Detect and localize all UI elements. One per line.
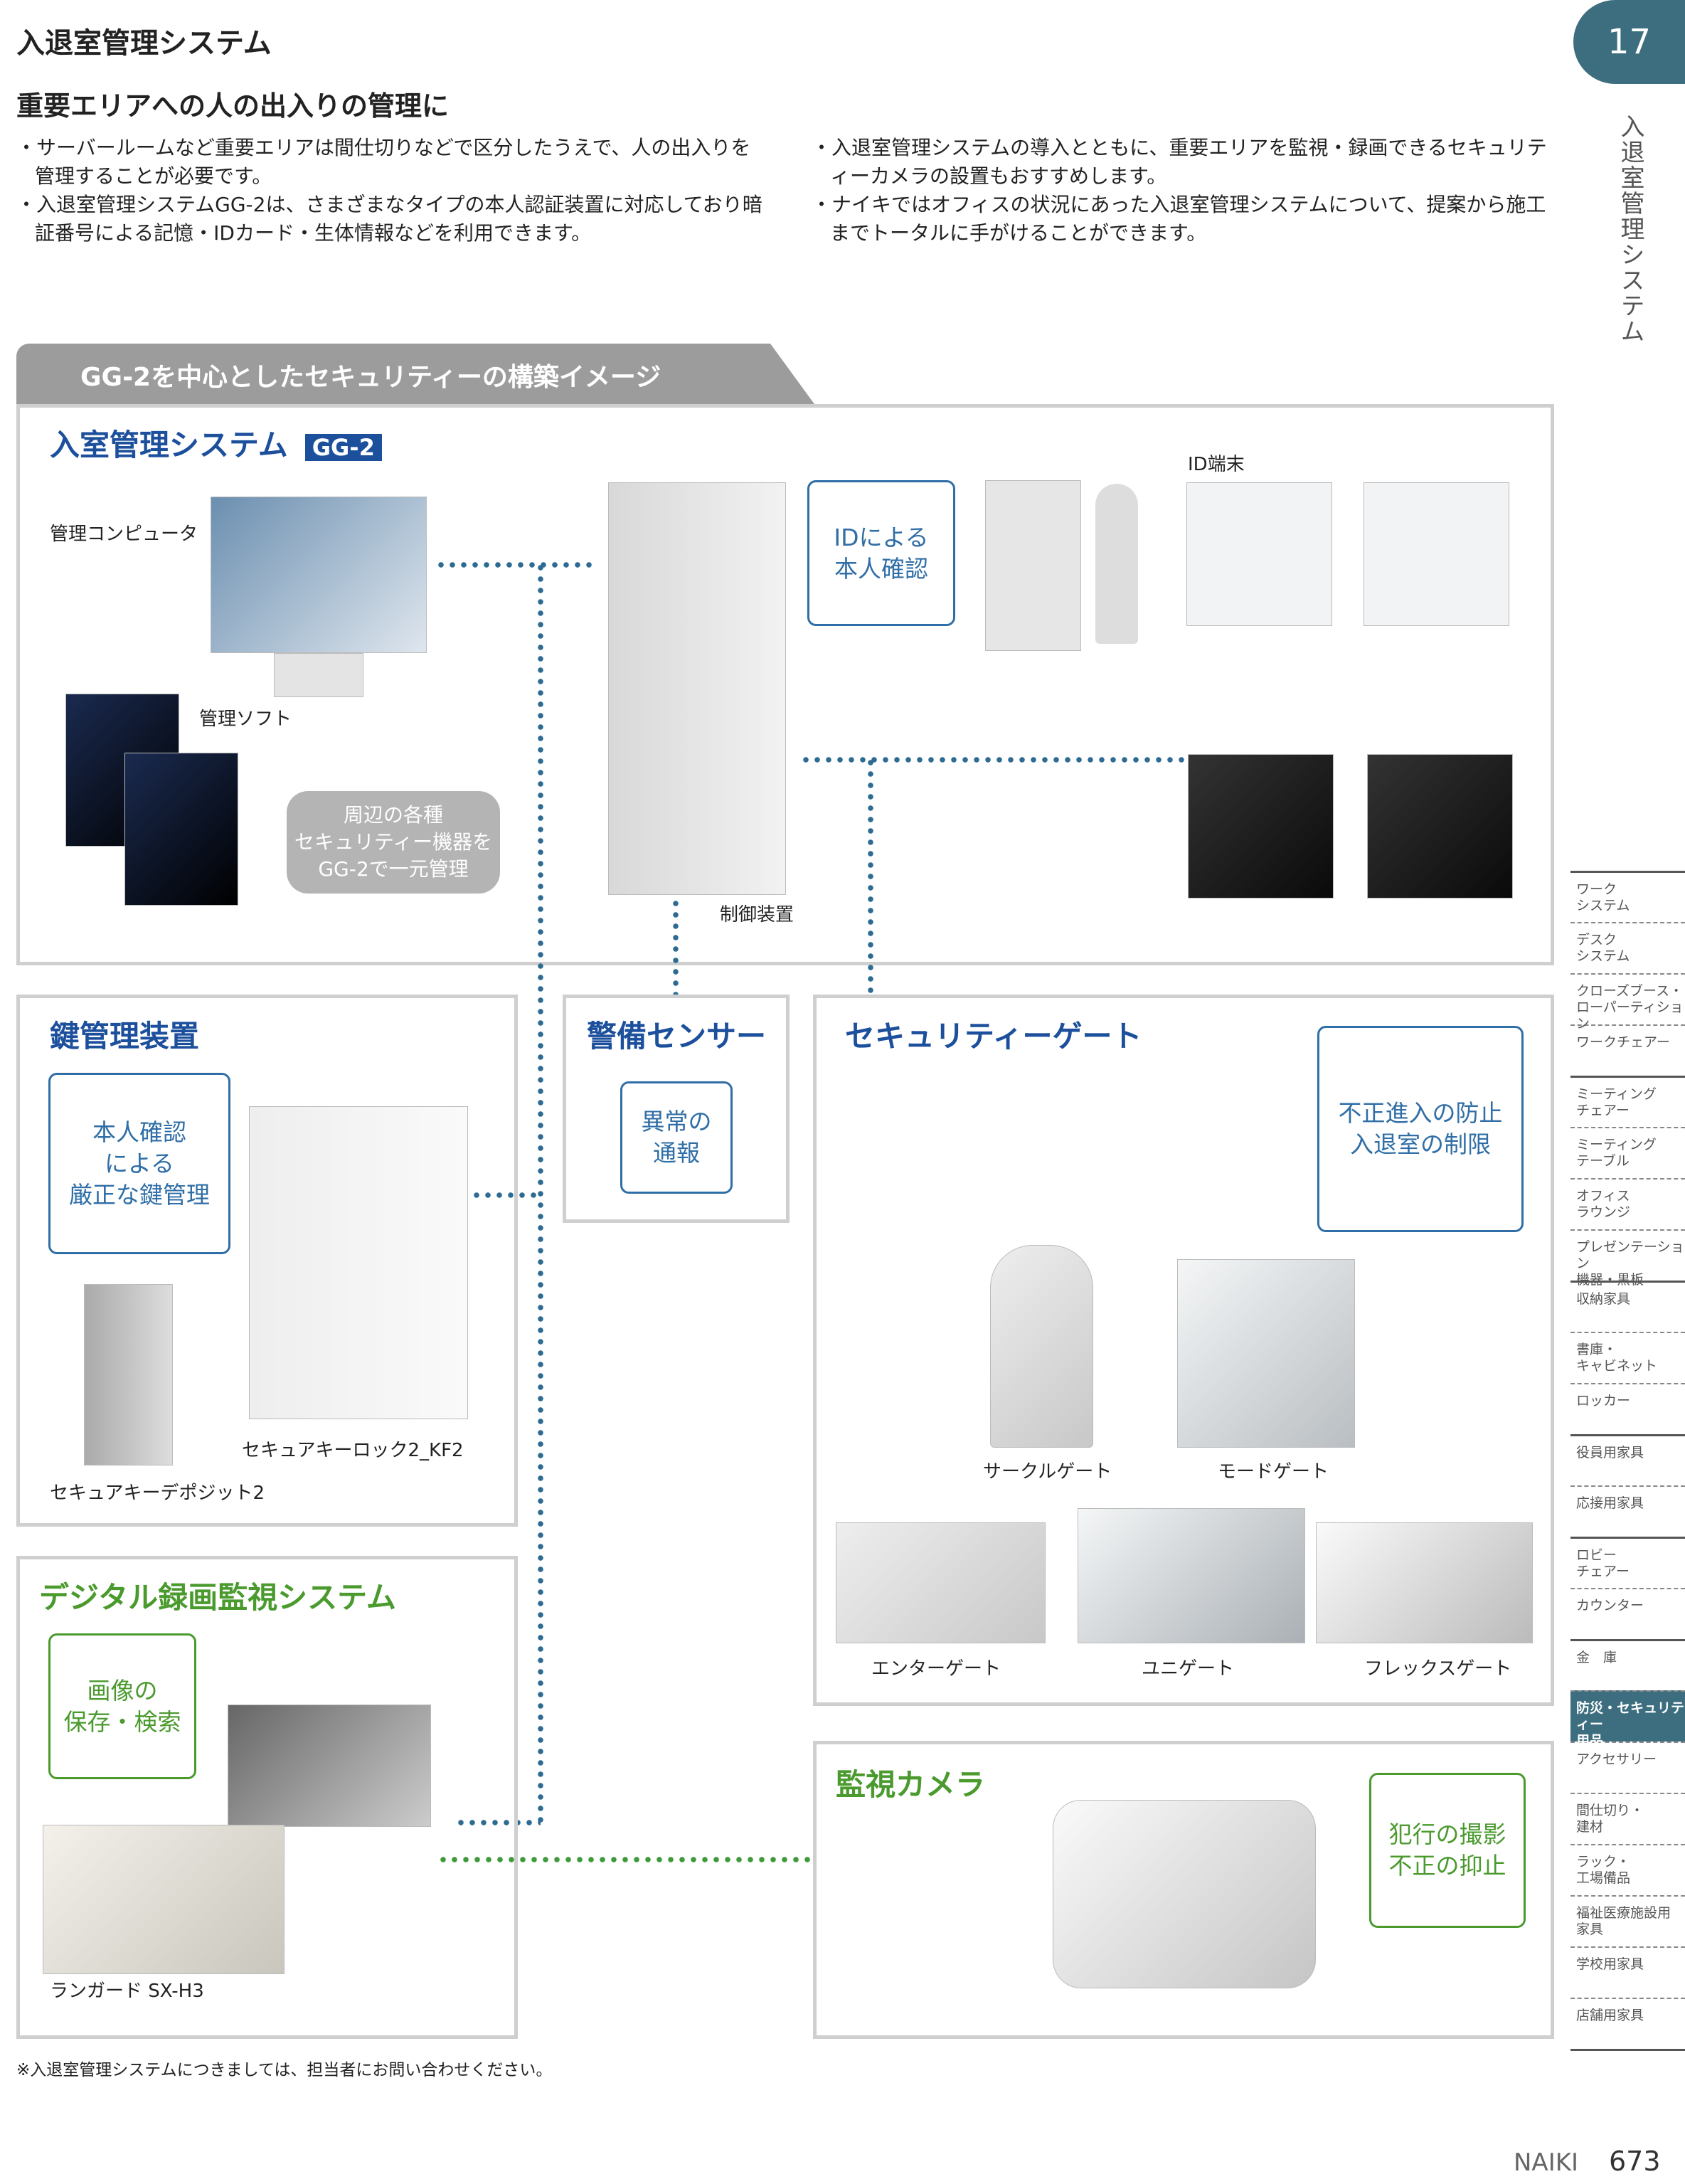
page-subtitle: 重要エリアへの人の出入りの管理に bbox=[16, 90, 450, 122]
connector-line-green bbox=[437, 1857, 811, 1862]
id-terminal-keypad bbox=[1188, 754, 1334, 898]
flex-gate-image bbox=[1316, 1522, 1533, 1643]
dvr-recorder-image bbox=[43, 1825, 285, 1974]
sidebar-item[interactable]: 店舗用家具 bbox=[1570, 1998, 1685, 2049]
circle-gate-image bbox=[990, 1245, 1093, 1448]
sidebar-item[interactable]: ワーク システム bbox=[1570, 871, 1685, 922]
sidebar-item[interactable]: 防災・セキュリティー 用品 bbox=[1570, 1690, 1685, 1749]
connector-line bbox=[455, 1820, 541, 1825]
bullet: ・サーバールームなど重要エリアは間仕切りなどで区分したうえで、人の出入りを管理す… bbox=[16, 136, 751, 188]
door-image bbox=[985, 480, 1081, 651]
bullet: ・入退室管理システムの導入とともに、重要エリアを監視・録画できるセキュリティーカ… bbox=[812, 136, 1547, 188]
mode-gate-image bbox=[1177, 1259, 1355, 1448]
gate-panel bbox=[813, 995, 1554, 1706]
id-terminal-display bbox=[1367, 754, 1513, 898]
gate-label: エンターゲート bbox=[871, 1658, 1001, 1680]
category-sidebar: ワーク システムデスク システムクローズブース・ ローパーティションワークチェア… bbox=[1570, 871, 1685, 2049]
key-callout: 本人確認 による 厳正な鍵管理 bbox=[48, 1073, 230, 1254]
gate-label: サークルゲート bbox=[983, 1461, 1112, 1483]
pc-label: 管理コンピュータ bbox=[50, 524, 198, 545]
sidebar-item[interactable]: アクセサリー bbox=[1570, 1742, 1685, 1793]
sidebar-item[interactable]: ワークチェアー bbox=[1570, 1024, 1685, 1076]
controller-image bbox=[608, 482, 786, 895]
connector-line bbox=[673, 898, 679, 997]
dvr-title: デジタル録画監視システム bbox=[39, 1580, 396, 1615]
sidebar-item[interactable]: 応接用家具 bbox=[1570, 1485, 1685, 1537]
key-deposit-image bbox=[84, 1284, 173, 1465]
id-terminal-label: ID端末 bbox=[1188, 454, 1245, 475]
sidebar-item[interactable]: 書庫・ キャビネット bbox=[1570, 1332, 1685, 1383]
sidebar-item[interactable]: 収納家具 bbox=[1570, 1281, 1685, 1332]
page-number: 673 bbox=[1609, 2146, 1661, 2177]
sensor-callout: 異常の 通報 bbox=[620, 1081, 733, 1194]
sidebar-bottom-rule bbox=[1570, 2049, 1685, 2051]
id-callout: IDによる 本人確認 bbox=[807, 480, 955, 626]
bullet: ・ナイキではオフィスの状況にあった入退室管理システムについて、提案から施工までト… bbox=[812, 193, 1546, 245]
uni-gate-image bbox=[1078, 1508, 1305, 1643]
sidebar-item[interactable]: 間仕切り・ 建材 bbox=[1570, 1793, 1685, 1844]
sidebar-item[interactable]: ラック・ 工場備品 bbox=[1570, 1844, 1685, 1895]
sidebar-item[interactable]: 福祉医療施設用 家具 bbox=[1570, 1895, 1685, 1946]
sensor-title: 警備センサー bbox=[587, 1019, 767, 1054]
section-banner: GG-2を中心としたセキュリティーの構築イメージ bbox=[16, 344, 814, 404]
page-title: 入退室管理システム bbox=[16, 27, 272, 60]
sidebar-item[interactable]: デスク システム bbox=[1570, 922, 1685, 973]
gate-label: ユニゲート bbox=[1142, 1658, 1235, 1680]
footnote: ※入退室管理システムにつきましては、担当者にお問い合わせください。 bbox=[16, 2061, 553, 2079]
sidebar-item[interactable]: ロビー チェアー bbox=[1570, 1537, 1685, 1588]
sidebar-item[interactable]: クローズブース・ ローパーティション bbox=[1570, 973, 1685, 1032]
sidebar-item[interactable]: 金 庫 bbox=[1570, 1639, 1685, 1690]
sidebar-item[interactable]: 役員用家具 bbox=[1570, 1434, 1685, 1485]
gate-label: モードゲート bbox=[1218, 1461, 1329, 1483]
gate-title: セキュリティーゲート bbox=[845, 1019, 1142, 1054]
soft-label: 管理ソフト bbox=[199, 709, 292, 730]
key-panel bbox=[16, 995, 518, 1527]
id-terminal-biometric bbox=[1364, 482, 1509, 626]
id-terminal-card-reader bbox=[1186, 482, 1332, 626]
sidebar-item[interactable]: ロッカー bbox=[1570, 1383, 1685, 1434]
sensor-panel bbox=[563, 995, 790, 1223]
central-management-pill: 周辺の各種 セキュリティー機器を GG-2で一元管理 bbox=[287, 791, 500, 894]
connector-line bbox=[868, 757, 873, 997]
dvr-monitor-image bbox=[228, 1705, 431, 1827]
software-box-image bbox=[124, 753, 238, 906]
brand-name: NAIKI bbox=[1514, 2148, 1579, 2177]
camera-title: 監視カメラ bbox=[836, 1767, 986, 1802]
bullets-right: ・入退室管理システムの導入とともに、重要エリアを監視・録画できるセキュリティーカ… bbox=[812, 134, 1551, 248]
gg2-panel bbox=[16, 404, 1554, 965]
camera-image bbox=[1053, 1800, 1316, 1988]
chapter-tab: 17 bbox=[1573, 0, 1685, 84]
monitor-stand bbox=[274, 653, 363, 697]
person-silhouette bbox=[1095, 484, 1138, 644]
dvr-callout: 画像の 保存・検索 bbox=[48, 1633, 196, 1779]
enter-gate-image bbox=[836, 1522, 1046, 1643]
dvr-panel bbox=[16, 1556, 518, 2039]
controller-label: 制御装置 bbox=[720, 904, 794, 926]
bullets-left: ・サーバールームなど重要エリアは間仕切りなどで区分したうえで、人の出入りを管理す… bbox=[16, 134, 770, 248]
sidebar-item[interactable]: カウンター bbox=[1570, 1588, 1685, 1639]
sidebar-item[interactable]: ミーティング チェアー bbox=[1570, 1076, 1685, 1127]
connector-line bbox=[800, 757, 1184, 763]
chapter-vertical-title: 入退室管理システム bbox=[1616, 114, 1644, 344]
key-lock-label: セキュアキーロック2_KF2 bbox=[242, 1440, 464, 1461]
sidebar-item[interactable]: 学校用家具 bbox=[1570, 1946, 1685, 1998]
key-lock-image bbox=[249, 1106, 468, 1419]
gate-label: フレックスゲート bbox=[1364, 1658, 1512, 1680]
sidebar-item[interactable]: ミーティング テーブル bbox=[1570, 1127, 1685, 1178]
connector-line bbox=[435, 562, 596, 568]
gg2-badge: GG-2 bbox=[304, 433, 382, 461]
bullet: ・入退室管理システムGG-2は、さまざまなタイプの本人認証装置に対応しており暗証… bbox=[16, 193, 762, 245]
gate-callout: 不正進入の防止 入退室の制限 bbox=[1317, 1026, 1524, 1232]
dvr-label: ランガード SX-H3 bbox=[50, 1981, 204, 2002]
camera-callout: 犯行の撮影 不正の抑止 bbox=[1369, 1773, 1526, 1928]
connector-line bbox=[471, 1192, 542, 1198]
sidebar-item[interactable]: プレゼンテーション 機器・黒板 bbox=[1570, 1229, 1685, 1288]
key-deposit-label: セキュアキーデポジット2 bbox=[50, 1483, 265, 1504]
management-computer-image bbox=[211, 497, 427, 653]
sidebar-item[interactable]: オフィス ラウンジ bbox=[1570, 1178, 1685, 1229]
key-title: 鍵管理装置 bbox=[50, 1019, 200, 1054]
camera-panel bbox=[813, 1741, 1554, 2039]
